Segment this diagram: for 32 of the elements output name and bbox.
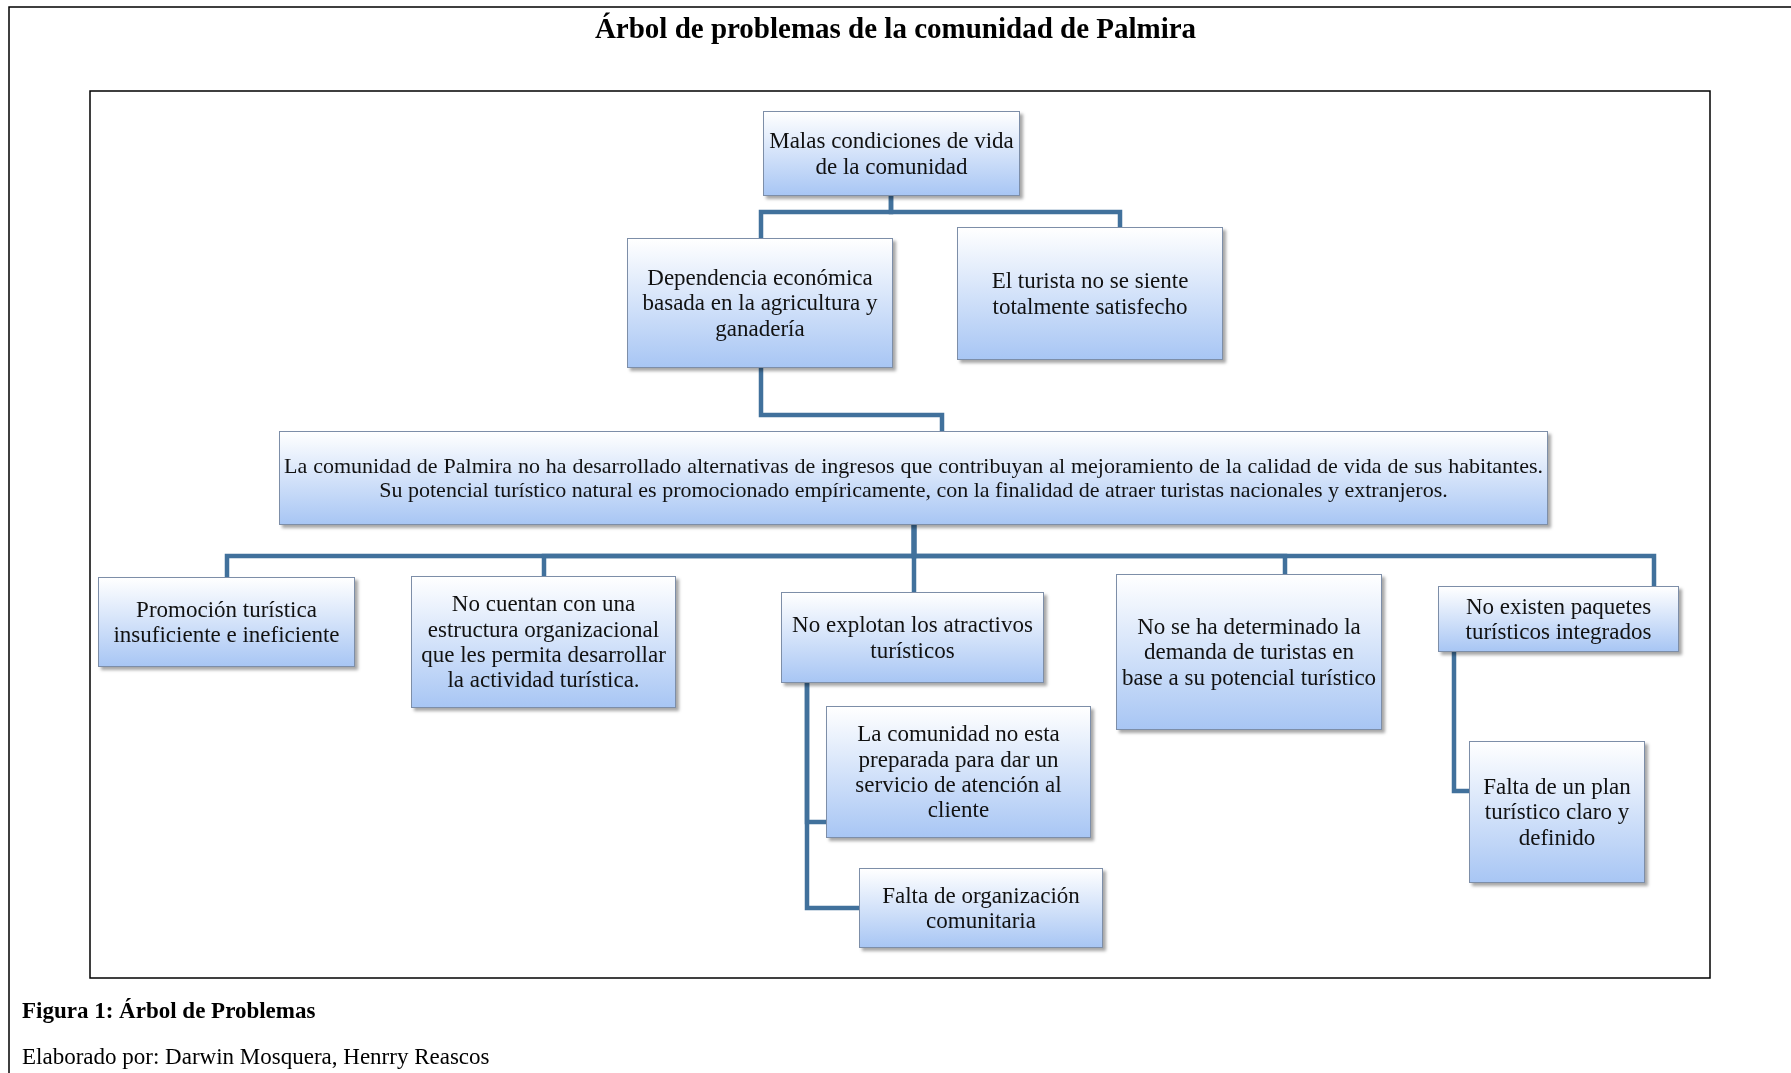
problem-box xyxy=(826,706,1091,838)
credit-note: Elaborado por: Darwin Mosquera, Henrry Reascos xyxy=(22,1044,490,1070)
connector-line xyxy=(1451,652,1469,794)
problem-text: Falta de organización comunitaria xyxy=(881,882,1081,934)
problem-box xyxy=(1469,741,1645,883)
problem-text: Promoción turística insuficiente e ineficiente xyxy=(112,596,341,648)
problem-text: No explotan los atractivos turísticos xyxy=(791,612,1034,663)
diagram-title: Árbol de problemas de la comunidad de Palmira xyxy=(593,12,1198,45)
problem-text: La comunidad de Palmira no ha desarrollado alternativas de ingresos que contribuyan al mejoramiento de la calidad de vida de sus habitantes. Su potencial turístico natural es promocionado empíricamente, con la finalidad de atraer turistas nacionales y extranjeros. xyxy=(284,453,1543,503)
problem-box xyxy=(98,577,355,667)
problem-box xyxy=(1116,574,1382,730)
connector-line xyxy=(911,525,1657,586)
problem-box xyxy=(859,868,1103,948)
problem-text: El turista no se siente totalmente satisfecho xyxy=(990,268,1190,319)
problem-box xyxy=(781,592,1044,683)
problem-box xyxy=(763,111,1020,196)
problem-text: No existen paquetes turísticos integrados xyxy=(1464,593,1653,645)
problem-text: Malas condiciones de vida de la comunidad xyxy=(768,128,1015,179)
problem-text: Falta de un plan turístico claro y definido xyxy=(1482,774,1632,850)
connector-line xyxy=(888,196,1123,227)
figure-caption: Figura 1: Árbol de Problemas xyxy=(22,998,316,1024)
problem-text: La comunidad no esta preparada para dar un servicio de atención al cliente xyxy=(854,721,1063,823)
problem-box xyxy=(627,238,893,368)
problem-box xyxy=(411,576,676,708)
problem-text: No cuentan con una estructura organizacional que les permita desarrollar la actividad turística. xyxy=(420,591,667,693)
connector-line xyxy=(804,683,859,911)
problem-text: No se ha determinado la demanda de turistas en base a su potencial turístico xyxy=(1121,614,1377,690)
problem-box xyxy=(957,227,1223,360)
problem-box xyxy=(1438,586,1679,652)
connector-line xyxy=(758,368,945,431)
problem-box xyxy=(279,431,1548,525)
problem-text: Dependencia económica basada en la agricultura y ganadería xyxy=(641,265,879,341)
